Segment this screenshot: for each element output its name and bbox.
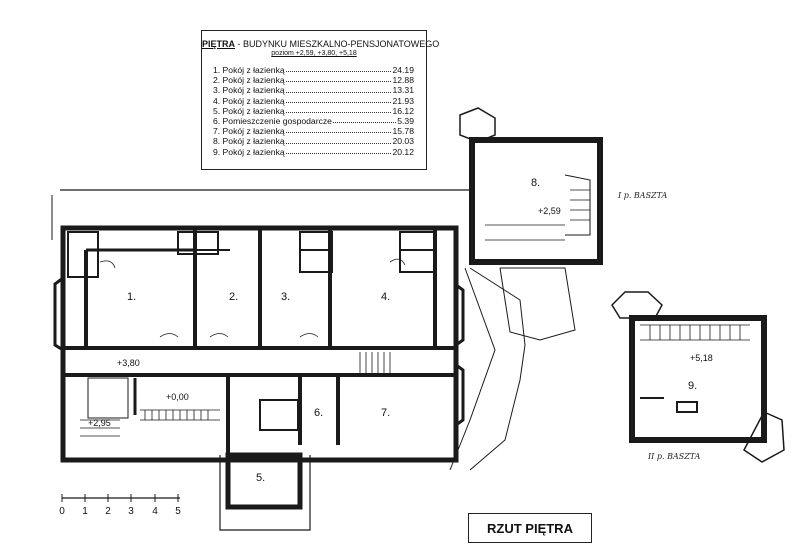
leader-dots — [285, 136, 392, 144]
legend-title: PIĘTRA - BUDYNKU MIESZKALNO-PENSJONATOWE… — [202, 39, 439, 49]
leader-dots — [285, 96, 392, 103]
legend-subtitle: poziom +2,59, +3,80, +5,18 — [271, 50, 357, 57]
leader-dots — [285, 147, 392, 154]
legend-room-label: 4. Pokój z łazienką — [213, 95, 285, 106]
leader-dots — [332, 116, 397, 124]
level-marker-tower8: +2,59 — [538, 206, 561, 216]
legend-row: 1. Pokój z łazienką 24.19 — [202, 65, 426, 75]
legend-room-label: 2. Pokój z łazienką — [213, 75, 285, 86]
legend-title-bold: PIĘTRA — [202, 39, 236, 49]
level-marker-main: +3,80 — [117, 358, 140, 368]
legend-room-area: 16.12 — [392, 105, 414, 116]
legend-row: 4. Pokój z łazienką 21.93 — [202, 96, 426, 106]
room-label-7: 7. — [381, 407, 390, 419]
legend-room-area: 12.88 — [392, 75, 414, 86]
level-marker-tower9: +5,18 — [690, 353, 713, 363]
leader-dots — [285, 75, 392, 83]
room-label-5: 5. — [256, 472, 265, 484]
legend-room-area: 13.31 — [392, 85, 414, 96]
legend-room-area: 15.78 — [392, 126, 414, 137]
room-label-2: 2. — [229, 291, 238, 303]
scale-tick-1: 1 — [82, 506, 88, 517]
room-label-4: 4. — [381, 291, 390, 303]
scale-tick-5: 5 — [175, 506, 181, 517]
legend-room-label: 1. Pokój z łazienką — [213, 65, 285, 75]
scale-tick-2: 2 — [105, 506, 111, 517]
leader-dots — [285, 126, 392, 134]
leader-dots — [285, 85, 392, 93]
legend-room-area: 24.19 — [392, 65, 414, 75]
legend-row: 6. Pomieszczenie gospodarcze 5.39 — [202, 116, 426, 126]
legend-room-area: 21.93 — [392, 95, 414, 106]
legend-room-label: 3. Pokój z łazienką — [213, 85, 285, 96]
room-legend: PIĘTRA - BUDYNKU MIESZKALNO-PENSJONATOWE… — [201, 30, 439, 170]
level-marker-lower: +2,95 — [88, 418, 111, 428]
scale-tick-4: 4 — [152, 506, 158, 517]
legend-room-label: 9. Pokój z łazienką — [213, 146, 285, 157]
legend-row: 3. Pokój z łazienką 13.31 — [202, 85, 426, 95]
room-label-1: 1. — [127, 291, 136, 303]
handwritten-note-basta-2: II p. BASZTA — [647, 452, 701, 461]
legend-room-area: 20.03 — [392, 136, 414, 147]
scale-tick-0: 0 — [59, 506, 65, 517]
legend-row: 7. Pokój z łazienką 15.78 — [202, 126, 426, 136]
legend-room-label: 6. Pomieszczenie gospodarcze — [213, 116, 332, 127]
leader-dots — [285, 106, 392, 114]
legend-room-label: 7. Pokój z łazienką — [213, 126, 285, 137]
legend-room-label: 5. Pokój z łazienką — [213, 105, 285, 116]
room-label-8: 8. — [531, 177, 540, 189]
legend-title-rest: - BUDYNKU MIESZKALNO-PENSJONATOWEGO — [235, 39, 440, 49]
room-label-6: 6. — [314, 407, 323, 419]
legend-room-label: 8. Pokój z łazienką — [213, 136, 285, 147]
level-marker-stair: +0,00 — [166, 392, 189, 402]
legend-row: 8. Pokój z łazienką 20.03 — [202, 136, 426, 146]
drawing-title: RZUT PIĘTRA — [468, 513, 592, 543]
handwritten-note-basta-1: I p. BASZTA — [617, 191, 668, 200]
legend-room-area: 20.12 — [392, 146, 414, 157]
scale-tick-3: 3 — [128, 506, 134, 517]
legend-row: 9. Pokój z łazienką 20.12 — [202, 147, 426, 157]
room-label-3: 3. — [281, 291, 290, 303]
legend-row: 2. Pokój z łazienką 12.88 — [202, 75, 426, 85]
legend-room-area: 5.39 — [397, 116, 414, 127]
legend-room-list: 1. Pokój z łazienką 24.19 2. Pokój z łazi… — [202, 65, 426, 157]
leader-dots — [285, 65, 392, 73]
room-label-9: 9. — [688, 380, 697, 392]
legend-row: 5. Pokój z łazienką 16.12 — [202, 106, 426, 116]
